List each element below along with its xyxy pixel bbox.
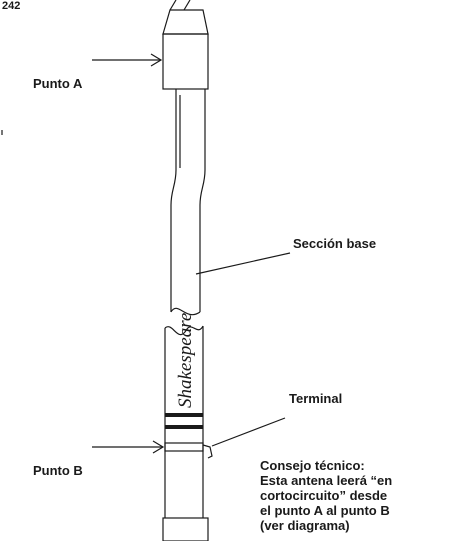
top-cap-bevel [162, 9, 209, 35]
page-number: 242 [2, 0, 21, 12]
terminal-lug [202, 444, 213, 459]
upper-tube [170, 89, 206, 312]
point-a-arrowhead [150, 53, 163, 67]
tip-line: cortocircuito” desde [260, 488, 388, 503]
lower-break [164, 325, 204, 336]
tip-line: el punto A al punto B [260, 503, 390, 518]
band-2 [165, 425, 203, 429]
shakespeare-logo: Shakespeare [175, 313, 196, 408]
tip-line: Consejo técnico: [260, 458, 365, 473]
base-ferrule [162, 517, 209, 541]
technical-tip: Consejo técnico: Esta antena leerá “en c… [260, 458, 392, 533]
terminal-leader [211, 417, 286, 447]
tip-line: (ver diagrama) [260, 518, 350, 533]
base-section-label: Sección base [293, 236, 377, 251]
tip-stub-right [183, 0, 191, 11]
base-section-leader [195, 252, 291, 275]
terminal-ring [164, 442, 204, 452]
top-cap-body [162, 33, 209, 90]
tip-line: Esta antena leerá “en [260, 473, 393, 488]
point-b-arrowhead [152, 440, 165, 454]
point-a-label: Punto A [33, 76, 83, 91]
terminal-label: Terminal [289, 391, 343, 406]
tip-stub-left [169, 0, 177, 11]
band-1 [165, 413, 203, 417]
upper-break [170, 307, 201, 316]
point-b-label: Punto B [33, 463, 83, 478]
